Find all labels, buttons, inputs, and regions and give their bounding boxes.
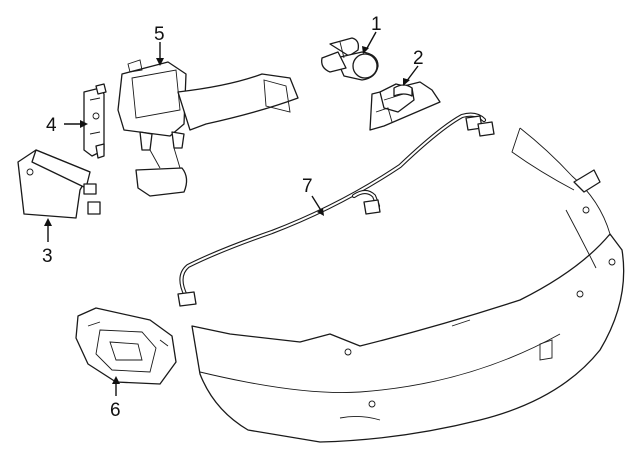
part-1-parking-sensor[interactable] [321,37,379,81]
callout-arrows [44,31,419,396]
part-3-control-module[interactable] [17,149,101,219]
part-7-wiring-harness[interactable] [177,112,495,307]
part-6-reinforcement[interactable] [75,307,177,385]
callout-1: 1 [371,14,382,35]
callout-3: 3 [42,246,53,267]
part-4-small-bracket[interactable] [83,83,107,159]
callout-4: 4 [46,115,57,136]
callout-6: 6 [110,400,121,421]
callout-7: 7 [302,176,313,197]
callout-2: 2 [413,48,424,69]
callout-5: 5 [154,24,165,45]
part-2-sensor-bracket[interactable] [369,81,441,131]
part-5-bracket[interactable] [117,59,299,197]
bumper-cover [191,127,625,443]
